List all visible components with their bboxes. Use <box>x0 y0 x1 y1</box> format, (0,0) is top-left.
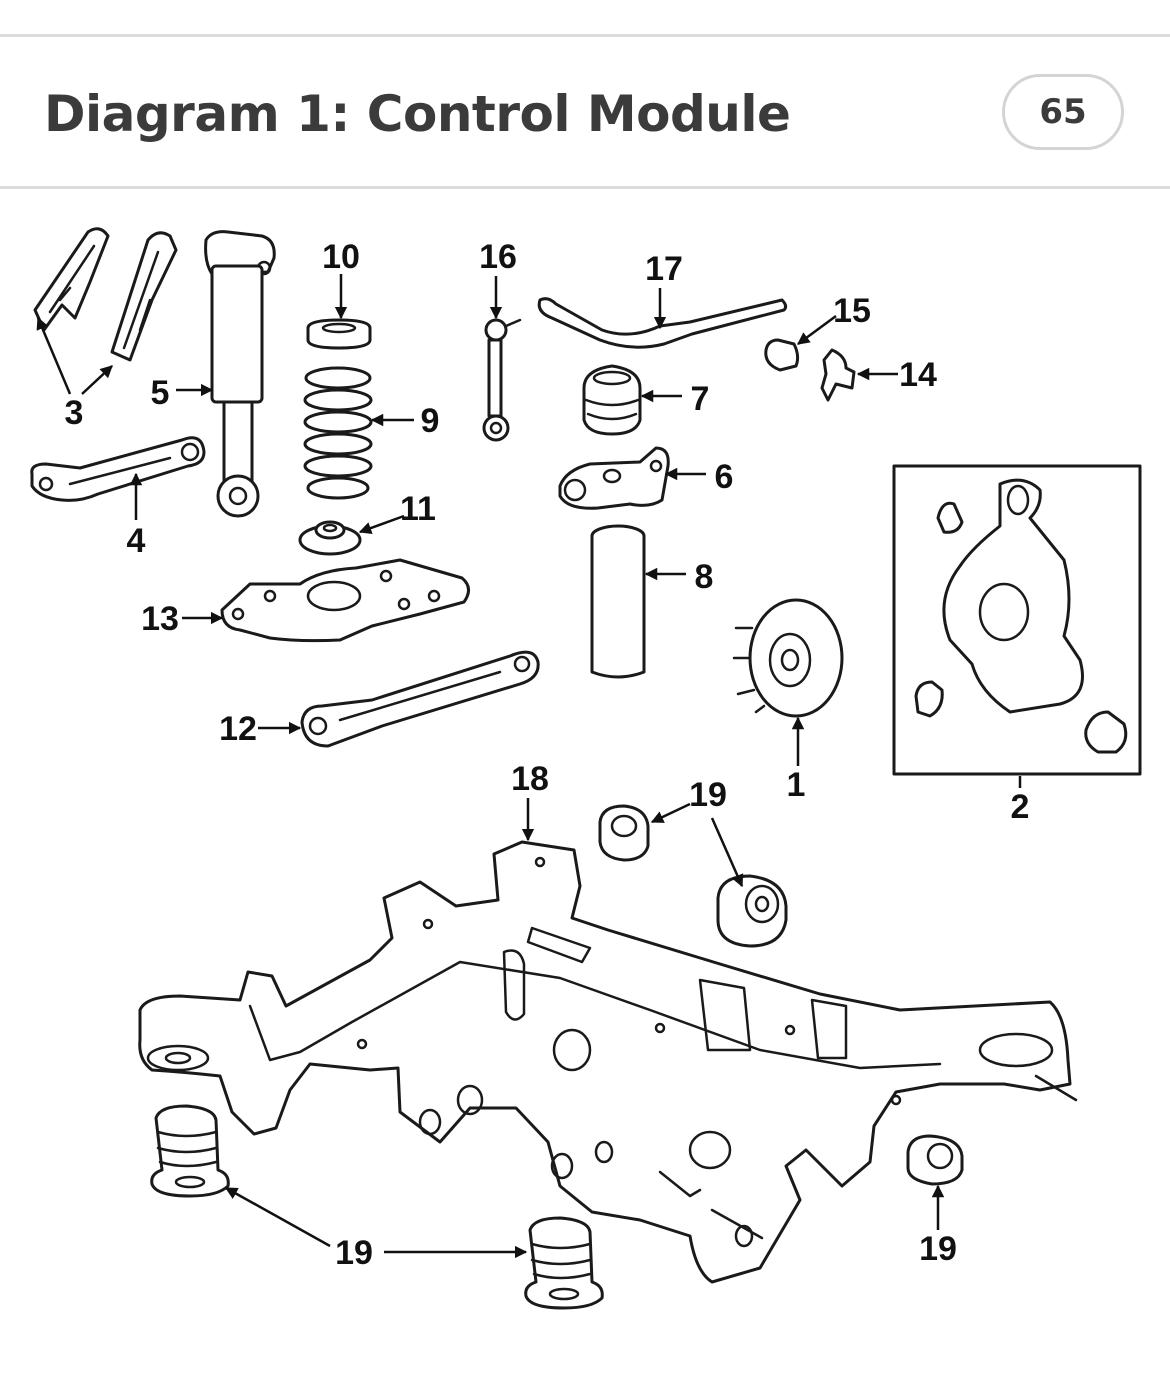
callout-16: 16 <box>479 238 517 276</box>
lower-control-arm-part[interactable] <box>220 558 470 643</box>
stabilizer-link-part[interactable] <box>482 318 522 442</box>
callout-18: 18 <box>511 760 549 798</box>
callout-17: 17 <box>645 250 683 288</box>
trailing-link-part[interactable] <box>300 650 540 748</box>
lower-link-part[interactable] <box>30 436 206 502</box>
parts-diagram-drawing: 1 2 3 4 5 6 7 8 9 10 11 12 13 14 15 16 1… <box>30 227 1142 1310</box>
callout-11: 11 <box>400 490 436 528</box>
callout-14: 14 <box>899 356 937 394</box>
dust-boot-part[interactable] <box>590 524 646 679</box>
upper-control-arm-part[interactable] <box>33 227 178 362</box>
callout-6: 6 <box>715 458 734 496</box>
callout-13: 13 <box>141 600 179 638</box>
wheel-hub-part[interactable] <box>732 598 844 718</box>
shock-absorber-part[interactable] <box>204 230 276 518</box>
parts-diagram: 1 2 3 4 5 6 7 8 9 10 11 12 13 14 15 16 1… <box>0 200 1170 1373</box>
callout-9: 9 <box>421 402 440 440</box>
callout-3: 3 <box>65 394 84 432</box>
top-divider <box>0 34 1170 37</box>
page-title: Diagram 1: Control Module <box>44 85 791 143</box>
count-badge[interactable]: 65 <box>1002 74 1124 150</box>
callout-5: 5 <box>151 374 170 412</box>
subframe-part[interactable] <box>138 840 1078 1284</box>
subframe-bushing-part[interactable] <box>150 804 964 1310</box>
knuckle-kit-box[interactable] <box>892 464 1142 776</box>
bushing-bracket-part[interactable] <box>820 348 856 402</box>
callout-numbers: 1 2 3 4 5 6 7 8 9 10 11 12 13 14 15 16 1… <box>65 238 1030 1272</box>
callout-7: 7 <box>691 380 710 418</box>
jounce-bumper-part[interactable] <box>582 364 642 436</box>
callout-12: 12 <box>219 710 257 748</box>
callout-19-right: 19 <box>919 1230 957 1268</box>
spring-insulator-part[interactable] <box>306 318 372 350</box>
callout-2: 2 <box>1011 788 1030 826</box>
spring-seat-part[interactable] <box>298 520 362 556</box>
leader-lines <box>36 274 1022 1259</box>
header-divider <box>0 186 1170 189</box>
shock-mount-part[interactable] <box>558 446 670 510</box>
coil-spring-part[interactable] <box>303 366 373 500</box>
callout-10: 10 <box>322 238 360 276</box>
callout-4: 4 <box>127 522 146 560</box>
callout-8: 8 <box>695 558 714 596</box>
stabilizer-bushing-part[interactable] <box>764 338 800 372</box>
callout-15: 15 <box>833 292 871 330</box>
callout-19-upper: 19 <box>689 776 727 814</box>
callout-19-bottom: 19 <box>335 1234 373 1272</box>
stabilizer-bar-part[interactable] <box>537 297 788 349</box>
callout-1: 1 <box>787 766 806 804</box>
